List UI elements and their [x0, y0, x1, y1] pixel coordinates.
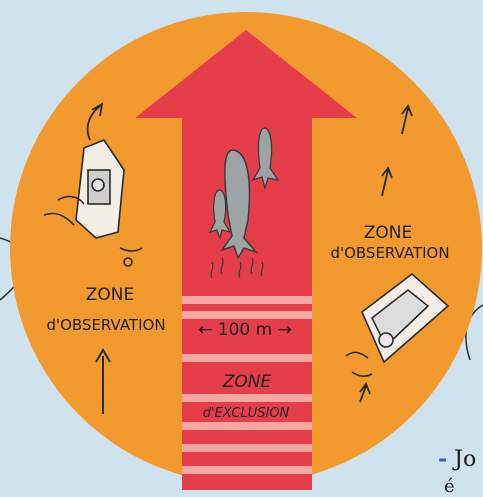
arrow-lower-left — [95, 348, 111, 414]
exclusion-stripes — [182, 296, 312, 474]
boat-icon-right — [345, 272, 450, 377]
whale-icon-right — [251, 127, 280, 191]
boat-icon-top-left — [43, 139, 143, 267]
bullet-dash: - — [438, 446, 448, 472]
exclusion-arrow — [135, 30, 357, 490]
arrow-right-lower — [359, 382, 371, 403]
zone-obs-right-line2: d'OBSERVATION — [330, 244, 449, 262]
distance-label: ← 100 m → — [198, 320, 292, 340]
whale-icon-small — [208, 189, 232, 241]
body-text-start: Jo — [454, 447, 477, 472]
zone-obs-right-line1: ZONE — [364, 223, 413, 243]
zone-obs-left-line2: d'OBSERVATION — [46, 316, 165, 334]
arrow-right-top — [401, 104, 413, 135]
body-text-fragment-line2: é — [444, 476, 455, 497]
body-text-fragment: - Jo — [438, 446, 476, 472]
zone-obs-left-line1: ZONE — [86, 285, 135, 305]
zone-exclusion-line2: d'EXCLUSION — [203, 406, 290, 421]
arrow-top-left — [86, 102, 104, 141]
zone-exclusion-line1: ZONE — [222, 372, 272, 392]
arrow-right-middle — [381, 166, 393, 197]
water-ripples — [210, 257, 264, 279]
